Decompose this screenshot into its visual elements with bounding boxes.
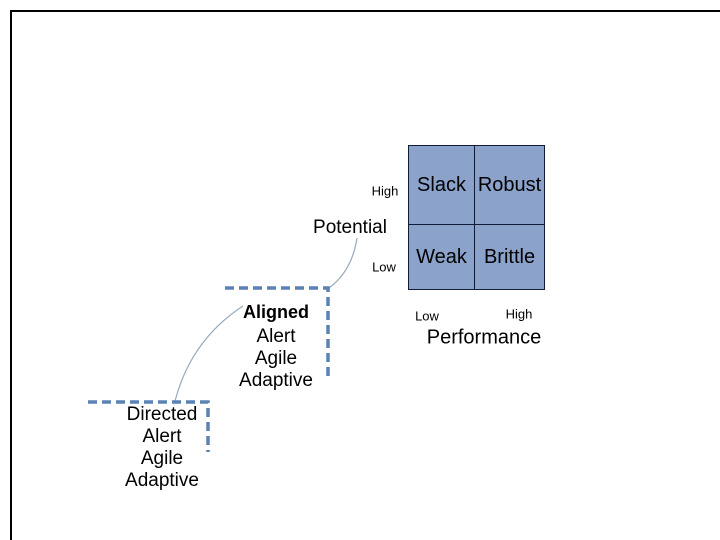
slide-border-top — [10, 10, 720, 12]
connector-curve-aligned-to-axis — [328, 237, 358, 289]
matrix-cell-weak: Weak — [409, 225, 474, 289]
callout-line: Agile — [254, 348, 298, 369]
y-axis-title: Potential — [313, 217, 387, 238]
y-axis-high-label: High — [371, 183, 399, 199]
matrix-cell-slack: Slack — [409, 146, 474, 224]
callout-line: Alert — [256, 326, 296, 347]
callout-aligned: Aligned Alert Agile Adaptive — [206, 301, 346, 392]
x-axis-high-label: High — [505, 306, 533, 322]
callout-directed: Directed Alert Agile Adaptive — [92, 404, 232, 492]
slide-border-left — [10, 10, 12, 540]
connector-curve-directed-to-aligned — [174, 305, 244, 402]
x-axis-title: Performance — [426, 326, 542, 349]
matrix-cell-label: Slack — [417, 173, 466, 196]
matrix-cell-label: Brittle — [483, 245, 536, 268]
y-axis-low-label: Low — [372, 259, 396, 275]
callout-title: Directed — [126, 404, 198, 425]
callout-line: Agile — [140, 448, 184, 469]
matrix-cell-brittle: Brittle — [475, 225, 544, 289]
callout-line: Adaptive — [239, 370, 313, 391]
matrix-cell-label: Robust — [477, 173, 542, 196]
callout-title: Aligned — [243, 302, 309, 322]
callout-line: Adaptive — [125, 470, 199, 491]
directed-bracket-dashed-line — [88, 400, 210, 452]
callout-lines: Alert Agile Adaptive — [92, 426, 232, 492]
matrix-cell-robust: Robust — [475, 146, 544, 224]
x-axis-low-label: Low — [415, 308, 439, 324]
matrix-cell-label: Weak — [416, 245, 467, 268]
callout-line: Alert — [142, 426, 182, 447]
callout-lines: Alert Agile Adaptive — [206, 326, 346, 392]
aligned-bracket-dashed-line — [225, 286, 330, 377]
two-by-two-matrix: Slack Robust Weak Brittle — [408, 145, 545, 290]
